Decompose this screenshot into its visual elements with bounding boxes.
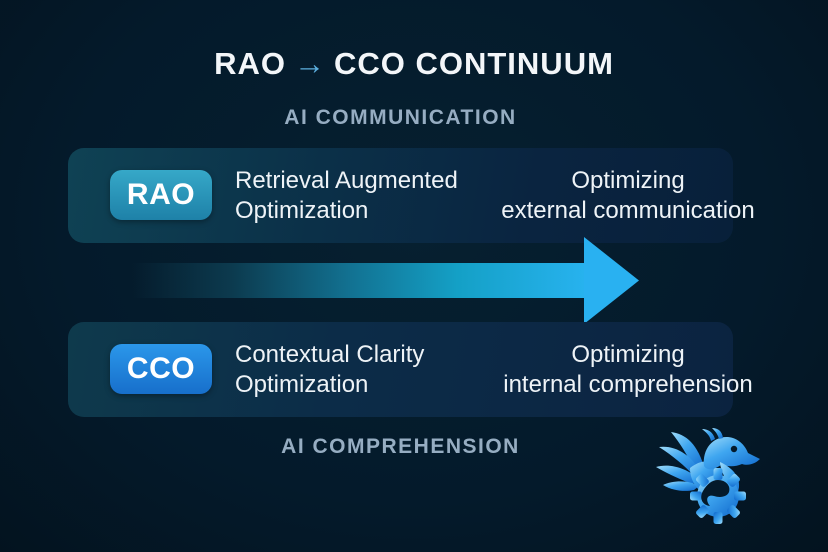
flow-arrow-body	[132, 263, 584, 298]
cco-name: Contextual Clarity Optimization	[235, 340, 424, 400]
cco-name-line2: Optimization	[235, 370, 369, 398]
rao-badge: RAO	[110, 170, 212, 220]
griffin-gear-logo-icon	[656, 428, 760, 524]
ai-communication-label: AI COMMUNICATION	[284, 106, 517, 129]
cco-name-line1: Contextual Clarity	[235, 340, 425, 368]
ai-comprehension-label: AI COMPREHENSION	[281, 435, 520, 458]
title-prefix: RAO	[214, 46, 286, 81]
cco-description: Optimizing internal comprehension	[463, 340, 793, 400]
rao-desc-line2: external communication	[501, 196, 755, 224]
page-title: RAO→CCO CONTINUUM	[0, 46, 828, 82]
flow-arrow-head-icon	[584, 237, 639, 324]
title-suffix: CCO CONTINUUM	[333, 46, 614, 81]
rao-name-line1: Retrieval Augmented	[235, 166, 458, 194]
rao-name-line2: Optimization	[235, 196, 369, 224]
title-arrow-icon: →	[293, 46, 326, 81]
cco-card: CCO Contextual Clarity Optimization Opti…	[68, 322, 753, 417]
rao-card: RAO Retrieval Augmented Optimization Opt…	[68, 148, 755, 243]
rao-desc-line1: Optimizing	[571, 166, 685, 194]
cco-desc-line2: internal comprehension	[503, 370, 753, 398]
cco-desc-line1: Optimizing	[571, 340, 685, 368]
cco-badge: CCO	[110, 344, 212, 394]
rao-description: Optimizing external communication	[463, 166, 793, 226]
rao-name: Retrieval Augmented Optimization	[235, 166, 458, 226]
